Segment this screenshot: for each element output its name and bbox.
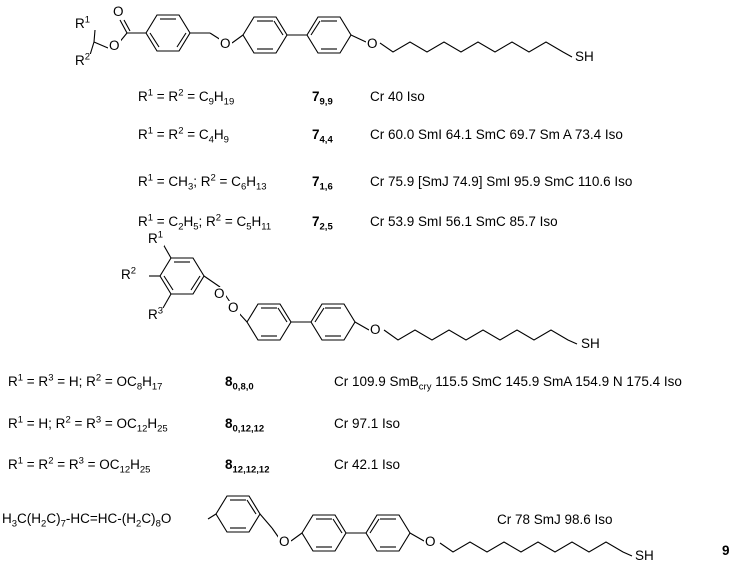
compound-7-9-9: 79,9 [312,89,333,108]
phase-8-0-8-0: Cr 109.9 SmBcry 115.5 SmC 145.9 SmA 154.… [334,374,682,393]
atom-r2-s2: R2 [120,265,138,282]
atom-o-benzyl-3: O [278,534,291,549]
structure-1-bonds [89,14,573,58]
compound-8-12-12-12: 812,12,12 [225,457,270,476]
row-7-4-4-substituents: R1 = R2 = C4H9 [138,125,229,146]
atom-o-carbonyl-1: O [112,4,125,19]
phase-9: Cr 78 SmJ 98.6 Iso [497,512,613,527]
compound-8-0-8-0: 80,8,0 [225,374,254,393]
atom-o-ether-1: O [366,36,379,51]
compound-7-1-6: 71,6 [312,174,333,193]
phase-7-4-4: Cr 60.0 SmI 64.1 SmC 69.7 Sm A 73.4 Iso [370,127,623,142]
row-8-0-12-12-substituents: R1 = H; R2 = R3 = OC12H25 [8,414,168,435]
phase-7-9-9: Cr 40 Iso [370,89,425,104]
atom-r1-s2: R1 [147,229,165,246]
atom-o-ether-3: O [424,534,437,549]
phase-7-2-5: Cr 53.9 SmI 56.1 SmC 85.7 Iso [370,214,558,229]
atom-o-carbonyl-2: O [213,286,226,301]
atom-o-ester-2: O [227,300,240,315]
atom-sh-3: SH [634,548,655,563]
row-7-1-6-substituents: R1 = CH3; R2 = C6H13 [138,172,267,193]
atom-o-benzyl-1: O [219,36,232,51]
atom-r3-s2: R3 [147,305,165,322]
atom-sh-1: SH [574,49,595,64]
compound-7-4-4: 74,4 [312,127,333,146]
structure-3-bonds [207,495,633,557]
atom-r2: R2 [74,51,92,68]
row-8-12-12-12-substituents: R1 = R2 = R3 = OC12H25 [8,455,151,476]
structure-2-bonds [149,243,578,345]
atom-r1: R1 [74,14,92,31]
atom-o-ester-1: O [108,38,121,53]
phase-8-12-12-12: Cr 42.1 Iso [334,457,401,472]
atom-o-ether-2: O [369,322,382,337]
alkenyl-chain-label: H3C(H2C)7-HC=HC-(H2C)8O [2,511,172,530]
atom-sh-2: SH [580,336,601,351]
compound-9: 9 [722,543,730,558]
phase-8-0-12-12: Cr 97.1 Iso [334,416,401,431]
compound-7-2-5: 72,5 [312,214,333,233]
row-7-9-9-substituents: R1 = R2 = C9H19 [138,87,235,108]
compound-8-0-12-12: 80,12,12 [225,416,265,435]
row-7-2-5-substituents: R1 = C2H5; R2 = C5H11 [138,212,272,233]
row-8-0-8-0-substituents: R1 = R3 = H; R2 = OC8H17 [8,372,163,393]
phase-7-1-6: Cr 75.9 [SmJ 74.9] SmI 95.9 SmC 110.6 Is… [370,174,633,189]
